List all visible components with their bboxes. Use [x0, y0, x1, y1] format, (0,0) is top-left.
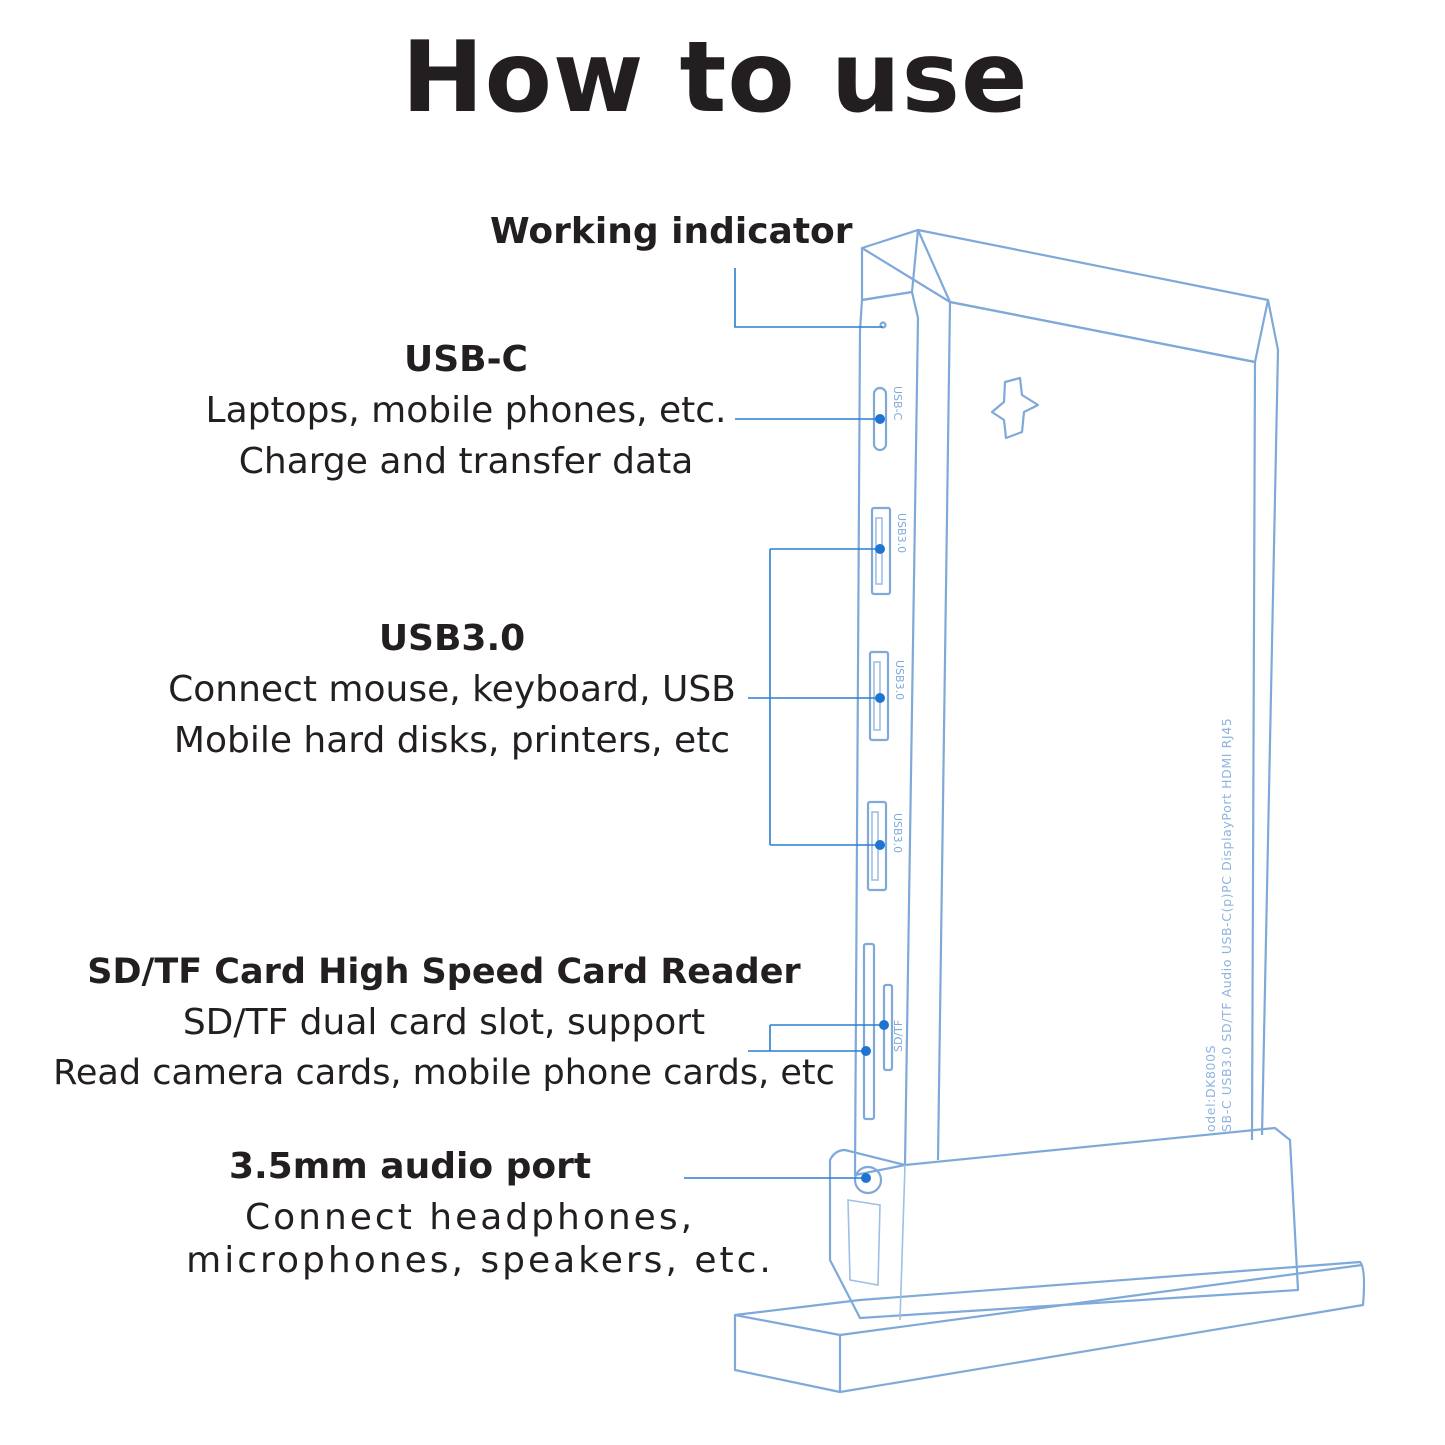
- usb3-port-2-text: USB3.0: [893, 660, 906, 700]
- working-indicator-callout: [734, 268, 883, 328]
- usb3-dot-2: [875, 693, 885, 703]
- sdtf-callout: [748, 1024, 884, 1052]
- audio-dot: [861, 1173, 871, 1183]
- usb3-desc-1: Connect mouse, keyboard, USB: [168, 669, 736, 711]
- usbc-dot: [875, 414, 885, 424]
- dock-right-edge: [1260, 299, 1280, 1136]
- audio-heading: 3.5mm audio port: [228, 1146, 592, 1187]
- dock-top-face: [860, 228, 1270, 364]
- sdtf-port-text: SD/TF: [892, 1020, 905, 1052]
- usbc-label: USB-C Laptops, mobile phones, etc. Charg…: [160, 338, 772, 484]
- usbc-desc-2: Charge and transfer data: [238, 441, 694, 483]
- working-indicator-heading: Working indicator: [490, 211, 853, 252]
- rotate-logo-icon: [990, 376, 1040, 440]
- sdtf-heading: SD/TF Card High Speed Card Reader: [87, 952, 801, 992]
- usb3-label: USB3.0 Connect mouse, keyboard, USB Mobi…: [140, 617, 764, 763]
- usb3-port-2: [868, 650, 890, 742]
- dock-base-plate: [733, 1260, 1366, 1394]
- usbc-port-text: USB-C: [891, 386, 904, 421]
- usbc-heading: USB-C: [404, 339, 528, 380]
- sdtf-desc-1: SD/TF dual card slot, support: [182, 1002, 706, 1043]
- audio-jack-body: [847, 1199, 881, 1286]
- tf-slot: [862, 942, 876, 1121]
- audio-desc-1: Connect headphones,: [244, 1197, 696, 1239]
- dock-side-panel: [949, 300, 1257, 1141]
- usbc-desc-1: Laptops, mobile phones, etc.: [205, 390, 727, 432]
- sdtf-label: SD/TF Card High Speed Card Reader SD/TF …: [34, 951, 854, 1094]
- dock-base-edge: [899, 1164, 906, 1321]
- usb3-heading: USB3.0: [378, 618, 526, 659]
- usb3-port-3-text: USB3.0: [891, 813, 904, 853]
- dock-base-upper: [828, 1126, 1300, 1320]
- usb3-dot-1: [875, 544, 885, 554]
- spec-text: SB-C USB3.0 SD/TF Audio USB-C(p)PC Displ…: [1219, 718, 1234, 1132]
- dock-side-face: [916, 229, 952, 1161]
- audio-label: 3.5mm audio port Connect headphones, mic…: [170, 1145, 790, 1283]
- usb3-port-1-text: USB3.0: [895, 513, 908, 553]
- dock-base-plate-top: [734, 1263, 1363, 1337]
- tf-dot: [861, 1046, 871, 1056]
- usb3-port-3: [866, 800, 888, 892]
- working-indicator-label: Working indicator: [490, 210, 853, 253]
- usb3-dot-3: [875, 840, 885, 850]
- usb3-callout: [748, 548, 880, 846]
- page-title: How to use: [401, 21, 1029, 135]
- audio-desc-2: microphones, speakers, etc.: [186, 1240, 774, 1282]
- model-text: odel:DK800S: [1203, 1045, 1218, 1132]
- usb3-desc-2: Mobile hard disks, printers, etc: [173, 720, 731, 762]
- sdtf-desc-2: Read camera cards, mobile phone cards, e…: [53, 1053, 835, 1094]
- usb3-port-1: [870, 506, 892, 596]
- sd-dot: [879, 1020, 889, 1030]
- audio-jack: [853, 1165, 883, 1195]
